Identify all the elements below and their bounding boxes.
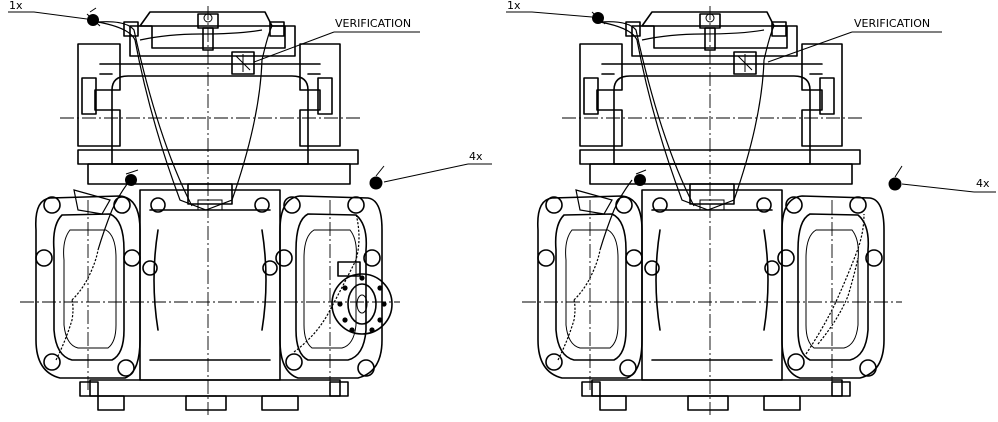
leader-1x <box>8 11 88 20</box>
callout-4x: 4x <box>976 177 990 190</box>
pump-drawing-left: 1x VERIFICATION 4x <box>8 0 492 416</box>
leader-4x <box>383 163 492 183</box>
lead-seal-top <box>591 11 606 25</box>
lead-seal-right <box>369 165 385 190</box>
lead-seal-top <box>86 7 101 27</box>
leader-1x <box>506 11 593 18</box>
callout-4x: 4x <box>469 150 483 163</box>
lead-seal-right <box>888 165 903 191</box>
lead-seal-mid <box>125 169 139 186</box>
callout-1x: 1x <box>507 0 521 12</box>
lead-seal-mid <box>634 169 647 186</box>
callout-verification: VERIFICATION <box>335 17 411 30</box>
callout-verification: VERIFICATION <box>854 17 930 30</box>
callout-1x: 1x <box>9 0 23 12</box>
leader-4x <box>901 183 996 193</box>
side-flange <box>331 261 393 335</box>
leader-verification <box>767 31 942 63</box>
leader-verification <box>253 31 420 63</box>
pump-drawing-right: 1x VERIFICATION 4x <box>506 0 996 416</box>
